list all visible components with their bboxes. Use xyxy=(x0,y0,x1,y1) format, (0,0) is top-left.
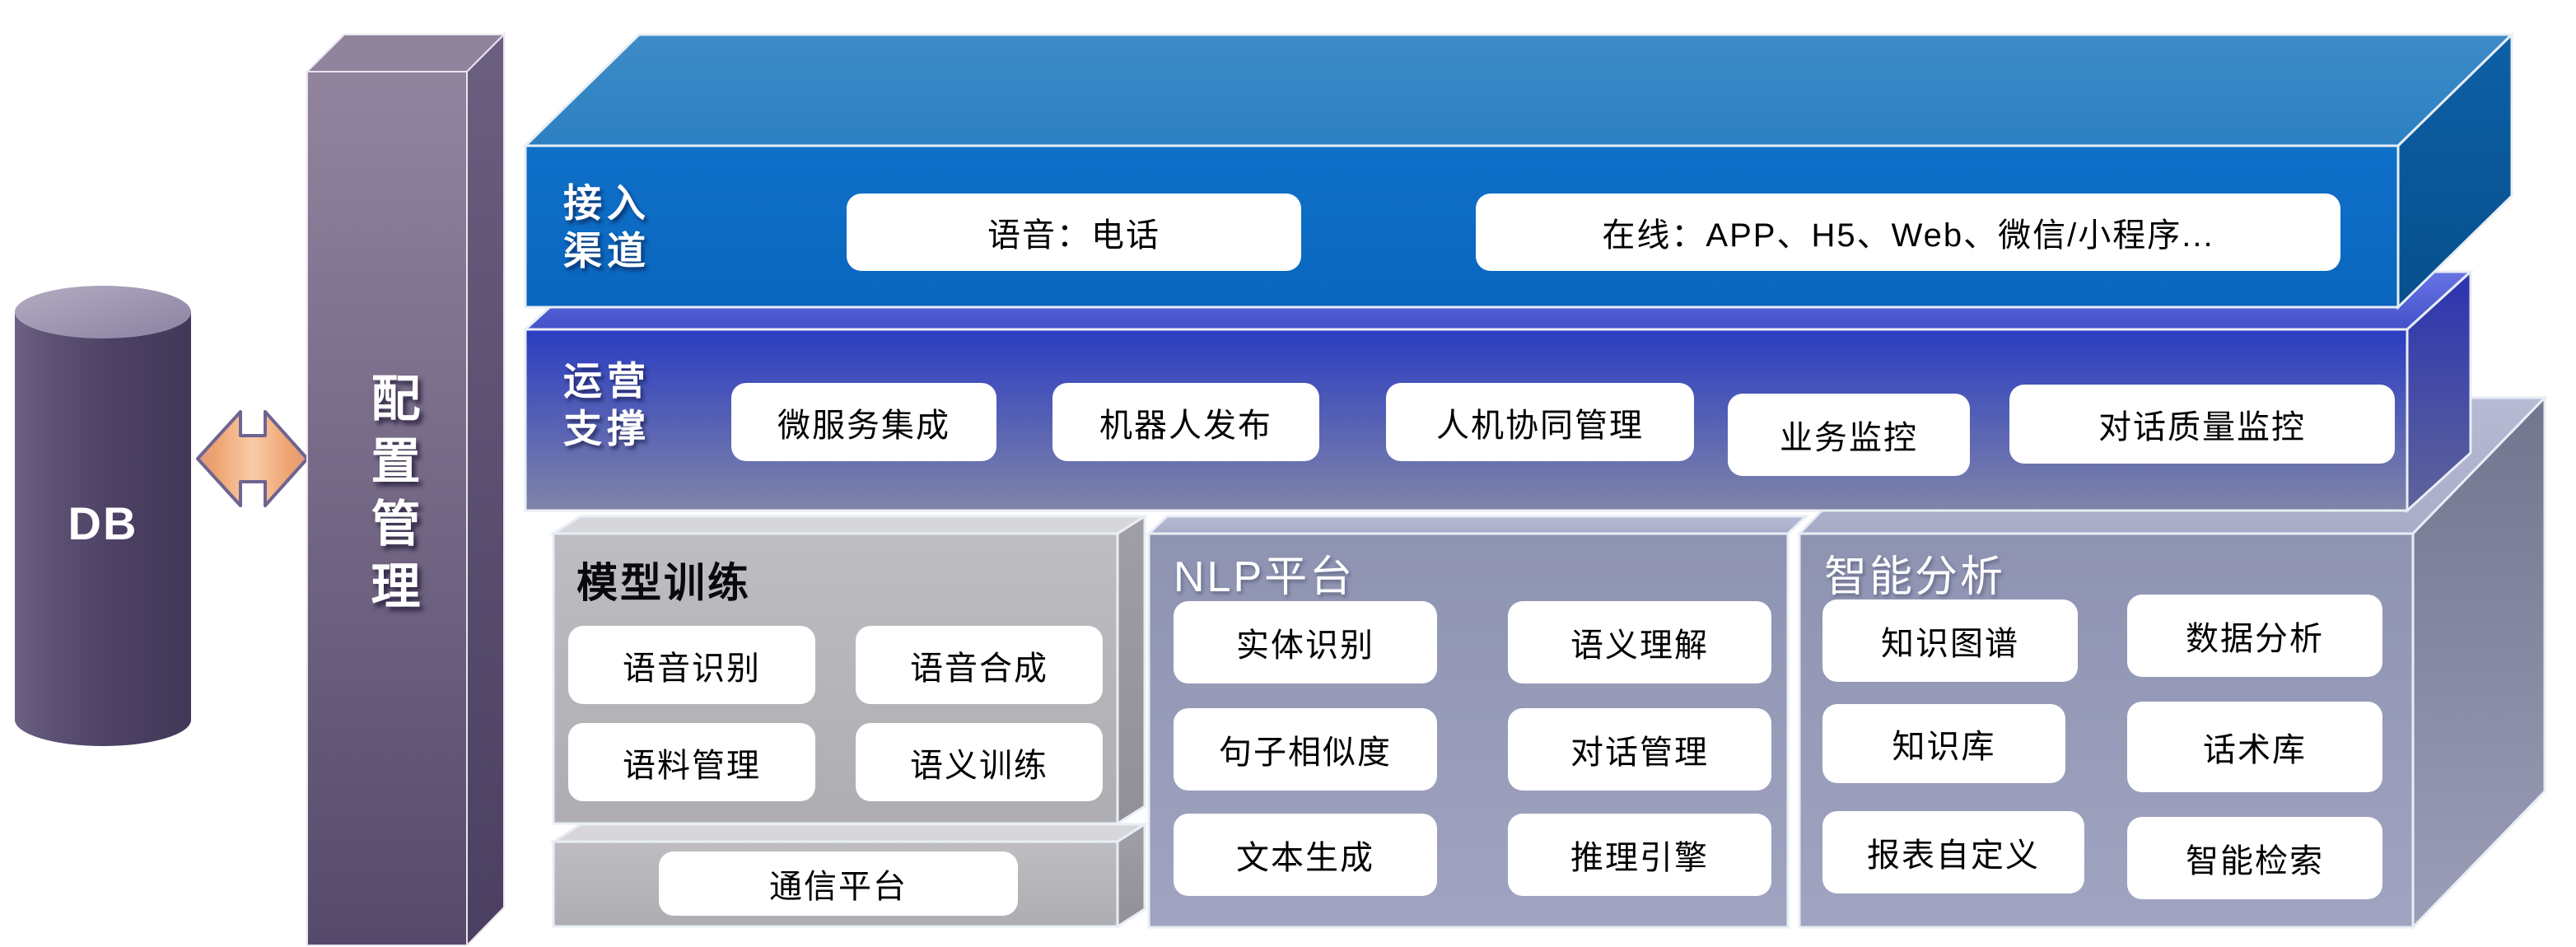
node-script-library: 话术库 xyxy=(2127,702,2382,792)
node-human-machine-mgmt: 人机协同管理 xyxy=(1386,383,1694,461)
db-label: DB xyxy=(68,497,138,549)
ops-layer-title: 运营 支撑 xyxy=(563,357,651,453)
node-communication-platform: 通信平台 xyxy=(659,851,1018,916)
node-text-generation: 文本生成 xyxy=(1174,814,1437,896)
db-cylinder-top xyxy=(15,286,191,338)
access-layer-title-line2: 渠道 xyxy=(563,229,651,273)
node-dialog-quality-monitoring: 对话质量监控 xyxy=(2009,385,2395,464)
node-online-channels: 在线：APP、H5、Web、微信/小程序... xyxy=(1476,194,2340,271)
model-panel-side-face xyxy=(1116,514,1146,826)
comm-bar-side-face xyxy=(1116,822,1146,929)
access-layer xyxy=(522,31,2515,310)
node-voice-phone: 语音：电话 xyxy=(847,194,1301,271)
nlp-panel-top-face xyxy=(1146,515,1809,535)
db-cylinder-body xyxy=(15,312,191,746)
db-config-sync-arrow xyxy=(196,410,309,507)
node-robot-publish: 机器人发布 xyxy=(1052,383,1319,461)
access-layer-title-line1: 接入 xyxy=(563,181,651,225)
model-panel-title: 模型训练 xyxy=(576,560,751,606)
node-speech-synthesis: 语音合成 xyxy=(856,626,1103,704)
ops-layer-title-line2: 支撑 xyxy=(563,407,651,450)
node-knowledge-graph: 知识图谱 xyxy=(1822,599,2078,682)
model-panel-top-face xyxy=(548,515,1150,535)
node-intelligent-search: 智能检索 xyxy=(2127,817,2382,899)
node-semantic-understanding: 语义理解 xyxy=(1508,601,1771,683)
node-inference-engine: 推理引擎 xyxy=(1508,814,1771,896)
node-dialog-management: 对话管理 xyxy=(1508,708,1771,791)
node-corpus-management: 语料管理 xyxy=(568,723,815,801)
node-knowledge-base: 知识库 xyxy=(1822,704,2065,783)
access-layer-title: 接入 渠道 xyxy=(563,180,651,275)
pillar-config-management xyxy=(305,32,506,947)
node-custom-reports: 报表自定义 xyxy=(1822,811,2084,893)
node-data-analysis: 数据分析 xyxy=(2127,595,2382,677)
ops-layer-title-line1: 运营 xyxy=(563,359,651,403)
pillar-label: 配置管理 xyxy=(364,372,419,623)
access-layer-top-face xyxy=(522,33,2515,147)
comm-bar-top-face xyxy=(548,823,1150,843)
node-speech-recognition: 语音识别 xyxy=(568,626,815,704)
node-sentence-similarity: 句子相似度 xyxy=(1174,708,1437,791)
ai-panel-title: 智能分析 xyxy=(1824,553,2006,601)
pillar-side-face xyxy=(466,32,505,947)
node-semantic-training: 语义训练 xyxy=(856,723,1103,801)
node-microservice-integration: 微服务集成 xyxy=(731,383,996,461)
node-business-monitoring: 业务监控 xyxy=(1728,394,1970,476)
node-entity-recognition: 实体识别 xyxy=(1174,601,1437,683)
db-cylinder xyxy=(15,286,191,746)
pillar-front-face xyxy=(306,71,468,946)
nlp-panel-title: NLP平台 xyxy=(1174,553,1356,601)
